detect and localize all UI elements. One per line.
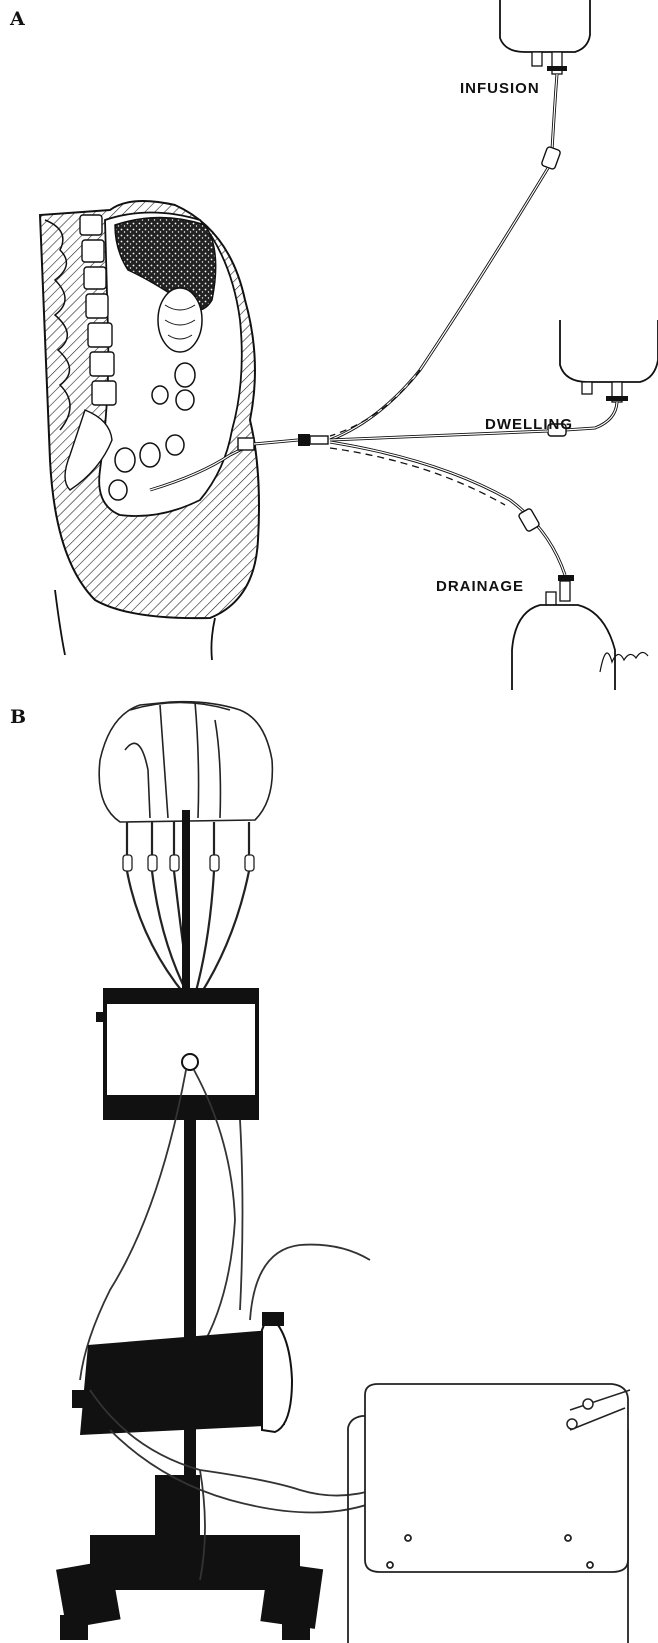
drainage-label: DRAINAGE [436,578,524,595]
drainage-tube [330,442,565,575]
panel-b-dialysis-apparatus: B [0,690,658,1643]
dwelling-bag [560,320,658,402]
infusion-bag [500,0,590,74]
panel-b-drawing [0,690,658,1643]
panel-a-peritoneal-dialysis-schematic: A [0,0,658,690]
manifold-connector [182,1054,198,1070]
infusion-tube [330,74,561,440]
stand-lower-pole [184,1118,196,1498]
dialysate-bags [99,702,272,822]
panel-a-drawing [0,0,658,690]
heater-platform [72,1312,292,1435]
stand-base [56,1475,323,1640]
dwelling-tube [330,402,617,440]
dwelling-label: DWELLING [485,416,573,433]
body-sagittal-section [40,201,259,660]
bag-warmer-box [96,990,257,1118]
stand-upper-pole [182,810,190,990]
drainage-bag [512,575,615,690]
infusion-label: INFUSION [460,80,540,97]
